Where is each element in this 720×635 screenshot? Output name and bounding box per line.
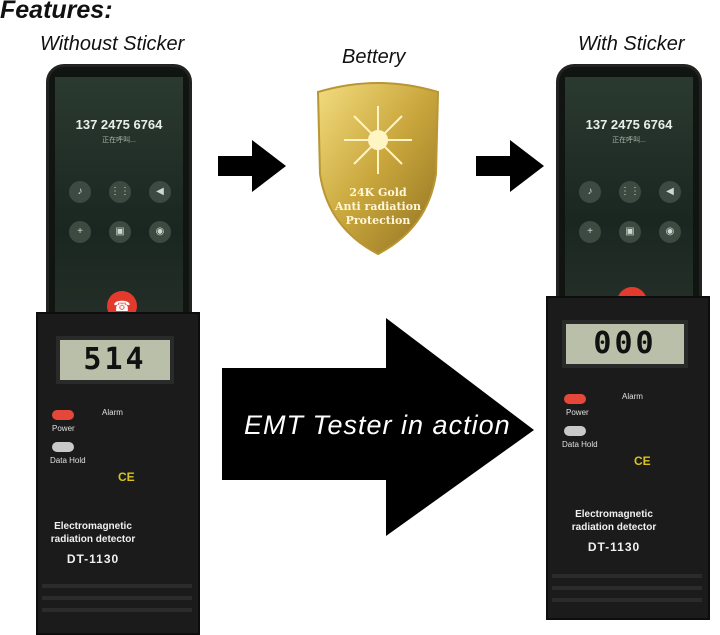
data-hold-label: Data Hold [50,456,86,465]
grip-ridge [552,574,702,578]
phone-left-status: 正在呼叫... [102,137,136,144]
detector-name-line1: Electromagnetic [575,509,653,520]
detector-name-line1: Electromagnetic [54,521,132,532]
alarm-label: Alarm [102,408,123,417]
detector-right: 000 Alarm Power Data Hold CE Electromagn… [546,296,710,620]
detector-name-line2: radiation detector [50,534,136,545]
phone-right-number: 137 2475 6764 [585,117,673,132]
detector-model: DT-1130 [587,540,641,554]
grip-ridge [42,584,192,588]
battery-heading: Bettery [342,46,406,68]
facetime-icon[interactable]: ▣ [109,221,131,243]
detector-left: 514 Alarm Power Data Hold CE Electromagn… [36,312,200,635]
sticker-text-line1: 24K Gold [349,186,407,199]
grip-ridge [42,608,192,612]
phone-right: 137 2475 6764 正在呼叫... ♪ ⋮⋮ ◀ + ▣ ◉ ☎ [556,64,702,320]
grip-ridge [552,598,702,602]
sun-icon [344,106,412,174]
arrow-right-small-right [476,140,544,192]
detector-model: DT-1130 [66,552,120,566]
detector-name-line2: radiation detector [571,522,657,533]
phone-left-number: 137 2475 6764 [75,117,163,132]
data-hold-label: Data Hold [562,440,598,449]
add-call-icon[interactable]: + [579,221,601,243]
keypad-icon[interactable]: ⋮⋮ [109,181,131,203]
power-button[interactable] [564,394,586,404]
alarm-label: Alarm [622,392,643,401]
keypad-icon[interactable]: ⋮⋮ [619,181,641,203]
gold-shield-sticker [316,82,440,256]
phone-left-keypad: ♪ ⋮⋮ ◀ + ▣ ◉ [69,181,175,243]
phone-right-screen: 137 2475 6764 正在呼叫... ♪ ⋮⋮ ◀ + ▣ ◉ ☎ [565,77,693,317]
sticker-text-line3: Protection [345,214,411,227]
contacts-icon[interactable]: ◉ [149,221,171,243]
grip-ridge [42,596,192,600]
mute-icon[interactable]: ♪ [579,181,601,203]
without-sticker-heading: Withoust Sticker [40,33,185,55]
with-sticker-heading: With Sticker [578,33,685,55]
phone-left-screen: 137 2475 6764 正在呼叫... ♪ ⋮⋮ ◀ + ▣ ◉ ☎ [55,77,183,335]
power-label: Power [566,408,589,417]
features-heading: Features: [0,0,113,24]
detector-right-lcd: 000 [562,320,688,368]
speaker-icon[interactable]: ◀ [659,181,681,203]
detector-left-lcd: 514 [56,336,174,384]
sticker-text-line2: Anti radiation [334,200,422,213]
phone-right-keypad: ♪ ⋮⋮ ◀ + ▣ ◉ [579,181,685,243]
phone-right-status: 正在呼叫... [612,137,646,144]
power-button[interactable] [52,410,74,420]
contacts-icon[interactable]: ◉ [659,221,681,243]
arrow-right-small-left [218,140,286,192]
big-arrow [222,318,534,536]
data-hold-button[interactable] [52,442,74,452]
ce-mark: CE [634,454,651,468]
grip-ridge [552,586,702,590]
phone-left: 137 2475 6764 正在呼叫... ♪ ⋮⋮ ◀ + ▣ ◉ ☎ [46,64,192,338]
mute-icon[interactable]: ♪ [69,181,91,203]
arrow-caption: EMT Tester in action [244,410,511,440]
add-call-icon[interactable]: + [69,221,91,243]
data-hold-button[interactable] [564,426,586,436]
facetime-icon[interactable]: ▣ [619,221,641,243]
power-label: Power [52,424,75,433]
ce-mark: CE [118,470,135,484]
speaker-icon[interactable]: ◀ [149,181,171,203]
